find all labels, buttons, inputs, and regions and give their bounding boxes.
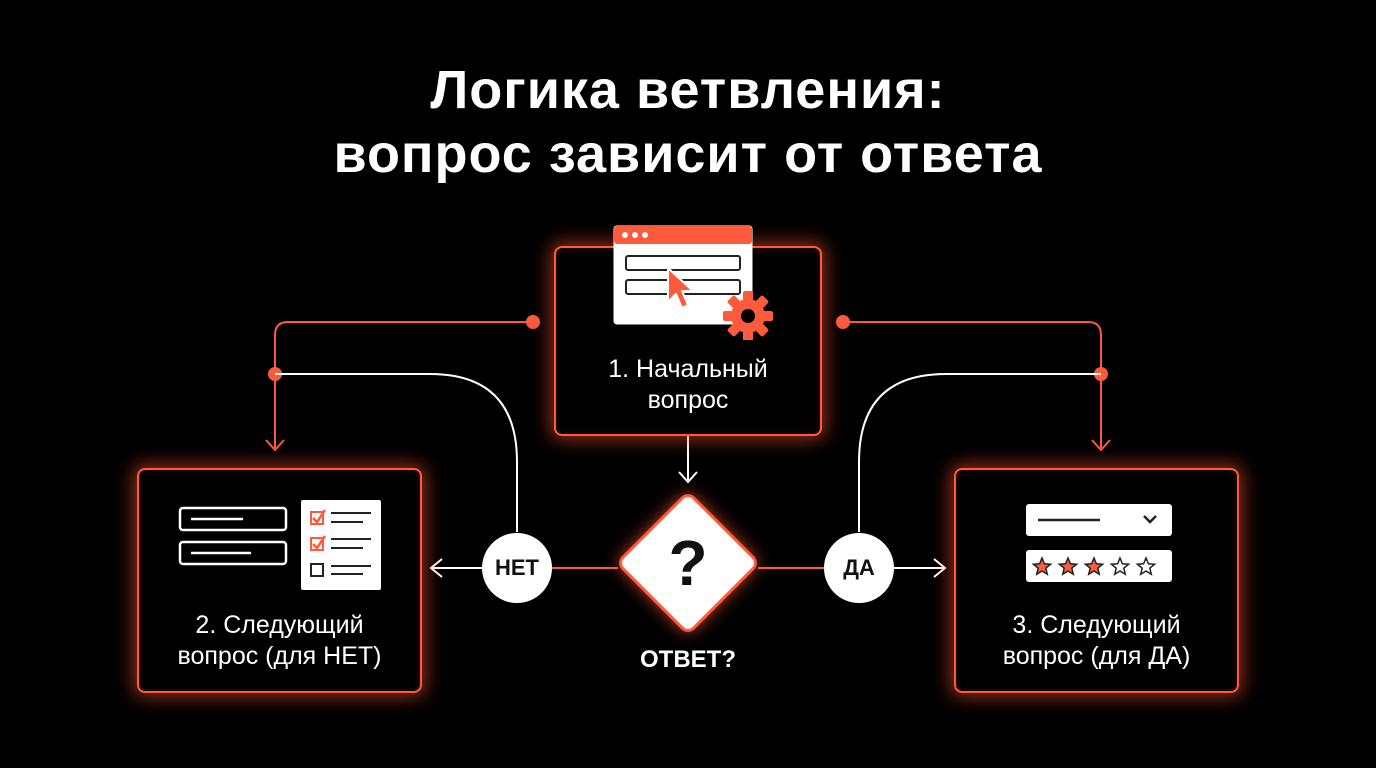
chevron-down-icon: [1143, 515, 1157, 524]
star-filled-icon: [1057, 556, 1079, 576]
arrow-down-left-icon: [265, 439, 285, 452]
title-line-2: вопрос зависит от ответа: [333, 124, 1043, 184]
connector-dot: [836, 315, 850, 329]
yes-label-line-2: вопрос (для ДА): [1002, 642, 1191, 670]
browser-form-cursor-gear-icon: [613, 225, 773, 340]
arrow-down-center-icon: [678, 471, 698, 484]
title-line-1: Логика ветвления:: [430, 60, 946, 120]
no-question-node: 2. Следующий вопрос (для НЕТ): [137, 468, 422, 693]
star-filled-icon: [1083, 556, 1105, 576]
no-label-line-1: 2. Следующий: [195, 611, 364, 639]
star-empty-icon: [1135, 556, 1157, 576]
yes-branch-badge: ДА: [824, 533, 894, 603]
white-curve-left: [275, 373, 518, 532]
orange-connector-left: [274, 321, 533, 448]
connector-dot: [526, 315, 540, 329]
decision-label: ОТВЕТ?: [640, 646, 736, 673]
form-fields-checklist-icon: [178, 500, 381, 590]
star-empty-icon: [1109, 556, 1131, 576]
question-mark-icon: ?: [668, 527, 707, 599]
no-label-line-2: вопрос (для НЕТ): [177, 642, 382, 670]
start-question-label: 1. Начальный вопрос: [556, 354, 820, 416]
start-label-line-1: 1. Начальный: [608, 355, 768, 383]
no-branch-badge: НЕТ: [482, 533, 552, 603]
orange-connector-right: [843, 321, 1102, 448]
arrow-left-icon: [429, 558, 443, 578]
dropdown-rating-stars-icon: [1026, 504, 1172, 582]
yes-question-label: 3. Следующий вопрос (для ДА): [956, 610, 1237, 672]
decision-diamond: ?: [619, 494, 757, 632]
yes-label-line-1: 3. Следующий: [1012, 611, 1181, 639]
yes-question-node: 3. Следующий вопрос (для ДА): [954, 468, 1239, 693]
arrow-right-icon: [933, 558, 947, 578]
star-filled-icon: [1031, 556, 1053, 576]
start-label-line-2: вопрос: [647, 386, 729, 414]
no-question-label: 2. Следующий вопрос (для НЕТ): [139, 610, 420, 672]
page-title: Логика ветвления: вопрос зависит от отве…: [0, 58, 1376, 186]
arrow-down-right-icon: [1091, 439, 1111, 452]
white-curve-right: [858, 373, 1101, 532]
